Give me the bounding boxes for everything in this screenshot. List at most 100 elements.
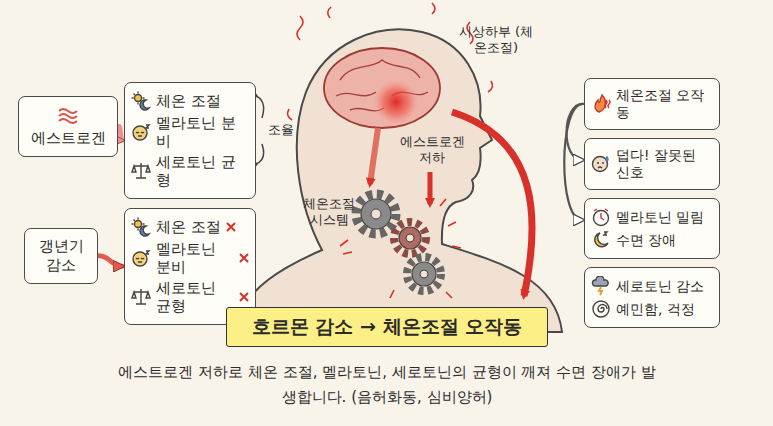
item-row: 멜라토닌 분비 (131, 114, 249, 150)
item-row: 세로토닌 감소 (591, 276, 713, 296)
sunmoon-icon (131, 91, 151, 111)
heat-marks (288, 3, 493, 120)
estrogen-drop-arrow (428, 172, 433, 204)
item-text: 체온 조절 (156, 218, 221, 236)
storm-icon (591, 276, 611, 296)
decoration (407, 257, 441, 291)
cancel-mark-stroke (240, 293, 248, 301)
scale-icon-part (132, 163, 150, 178)
sleep-icon (131, 248, 151, 268)
arrow-connector (119, 126, 122, 140)
storm-icon-part (592, 276, 608, 286)
sunmoon-icon-part (140, 226, 149, 236)
item-row: 체온 조절 (131, 217, 249, 237)
arrow-connector (99, 256, 122, 267)
storm-icon-part (599, 287, 602, 295)
moonz-icon-part (595, 233, 608, 247)
sleep-icon (131, 122, 151, 142)
sunmoon-icon-part (140, 100, 149, 110)
annotation-label: 조율 (264, 122, 298, 138)
spiral-icon (591, 299, 611, 319)
text-box: 체온 조절멜라토닌 분비세로토닌 균형 (124, 82, 256, 199)
sleep-icon-part (133, 126, 147, 140)
cancel-mark (239, 253, 249, 263)
sleep-icon-part (133, 252, 147, 266)
decoration (361, 199, 391, 229)
spark-marks (340, 199, 461, 298)
decoration (394, 222, 426, 254)
gears (356, 194, 441, 291)
item-row: 예민함, 걱정 (591, 299, 713, 319)
decoration (371, 209, 381, 219)
arrow-connector (567, 104, 583, 160)
wave-icon (58, 105, 78, 125)
fire-icon-part (605, 100, 610, 108)
face-icon-part (597, 163, 604, 168)
item-text: 세로토닌 감소 (616, 278, 704, 295)
arrow-connector (564, 104, 583, 220)
item-row: 세로토닌 균형 (131, 153, 249, 189)
text-box: 멜라토닌 밀림수면 장애 (584, 198, 720, 259)
item-row: 멜라토닌 밀림 (591, 207, 713, 227)
wave-icon-part (59, 109, 77, 123)
item-row: 수면 장애 (591, 230, 713, 250)
item-text: 멜라토닌 밀림 (616, 209, 704, 226)
text-box: 체온조절 오작동 (584, 78, 720, 130)
item-row: 체온조절 오작동 (591, 87, 713, 121)
text-box: 세로토닌 감소예민함, 걱정 (584, 267, 720, 328)
item-text: 세로토닌 균형 (156, 153, 249, 189)
item-row: 에스트로겐 (25, 105, 111, 148)
item-text: 체온 조절 (156, 92, 221, 110)
scale-icon (131, 287, 151, 307)
caption: 에스트로겐 저하로 체온 조절, 멜라토닌, 세로토닌의 균형이 깨져 수면 장… (117, 360, 657, 410)
scale-icon (131, 161, 151, 181)
decoration (356, 194, 396, 234)
cancel-mark (239, 292, 249, 302)
item-text: 멜라토닌 분비 (156, 240, 234, 276)
sunmoon-icon-part (135, 221, 142, 228)
spiral-icon-part (593, 301, 609, 317)
heat-arrow (370, 128, 378, 184)
text-box: 덥다! 잘못된 신호 (584, 138, 720, 190)
item-text: 덥다! 잘못된 신호 (616, 147, 713, 181)
face-icon-part (606, 157, 608, 161)
item-row: 멜라토닌 분비 (131, 240, 249, 276)
annotation-label: 시상하부 (체온조절) (455, 24, 537, 57)
sleep-icon-part (136, 251, 149, 262)
item-row: 덥다! 잘못된 신호 (591, 147, 713, 181)
item-text: 체온조절 오작동 (616, 87, 713, 121)
spiral-icon-part (598, 305, 607, 313)
decoration (406, 234, 414, 242)
decoration (420, 270, 428, 278)
item-text: 수면 장애 (616, 232, 676, 249)
brain (324, 48, 440, 128)
fire-icon-part (595, 95, 605, 112)
item-text: 갱년기 감소 (31, 237, 91, 275)
moonz-icon (591, 230, 611, 250)
hypothalamus-glow (374, 80, 418, 124)
sleep-icon-part (136, 125, 149, 136)
cancel-mark-stroke (227, 223, 235, 231)
fire-icon (591, 94, 611, 114)
item-row: 체온 조절 (131, 91, 249, 111)
item-text: 세로토닌 균형 (156, 279, 234, 315)
clock-icon-part (594, 209, 608, 220)
item-text: 예민함, 걱정 (616, 301, 695, 318)
text-box: 갱년기 감소 (24, 228, 98, 284)
cancel-mark (226, 222, 236, 232)
cancel-mark-stroke (240, 254, 248, 262)
decoration (412, 262, 436, 286)
annotation-label: 에스트로겐 저하 (398, 134, 466, 167)
head-silhouette (234, 30, 562, 333)
text-box: 에스트로겐 (18, 96, 118, 157)
decoration (399, 227, 421, 249)
item-row: 갱년기 감소 (31, 237, 91, 275)
moonz-icon-part (604, 232, 607, 235)
clock-icon (591, 207, 611, 227)
scale-icon-part (132, 289, 150, 304)
item-text: 에스트로겐 (31, 129, 106, 148)
annotation-label: 체온조절 시스템 (298, 196, 360, 229)
face-icon (591, 154, 611, 174)
sunmoon-icon (131, 217, 151, 237)
item-text: 멜라토닌 분비 (156, 114, 249, 150)
